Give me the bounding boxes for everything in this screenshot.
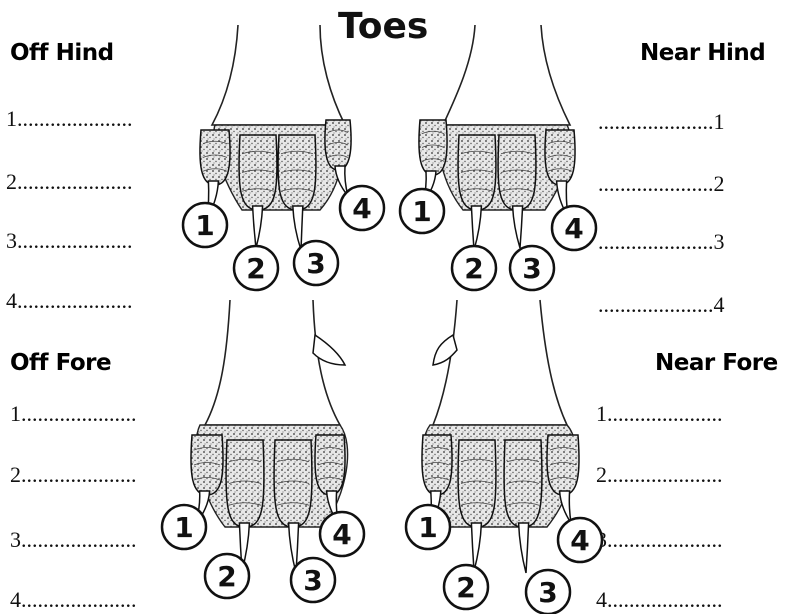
claw-2 (239, 523, 249, 571)
claw-1 (207, 181, 218, 219)
near-hind-line-1[interactable]: .....................1 (598, 109, 725, 135)
toe-2 (226, 440, 264, 571)
paw-drawing (422, 300, 579, 573)
toe-1 (200, 130, 230, 219)
near-hind-heading: Near Hind (640, 40, 765, 66)
claw-3 (289, 523, 299, 573)
toe-1 (419, 120, 447, 203)
near-fore-paw-illustration (395, 295, 605, 614)
claw-2 (471, 206, 481, 250)
near-hind-paw-illustration (395, 20, 605, 295)
toe-3 (278, 135, 316, 250)
near-fore-line-1[interactable]: 1..................... (596, 401, 723, 427)
near-fore-line-4[interactable]: 4..................... (596, 587, 723, 613)
leg-outline (433, 300, 567, 425)
paw-drawing (419, 25, 575, 250)
off-hind-heading: Off Hind (10, 40, 114, 66)
claw-2 (471, 523, 481, 571)
off-fore-line-1[interactable]: 1..................... (10, 401, 137, 427)
toe-2 (458, 440, 496, 571)
near-fore-line-3[interactable]: 3..................... (596, 527, 723, 553)
off-hind-line-1[interactable]: 1..................... (6, 106, 133, 132)
toe-3 (274, 440, 312, 573)
claw-3 (293, 206, 303, 250)
off-fore-paw-illustration (155, 295, 380, 614)
leg-outline (205, 300, 340, 425)
off-fore-heading: Off Fore (10, 350, 111, 376)
off-hind-line-3[interactable]: 3..................... (6, 228, 133, 254)
claw-4 (560, 491, 571, 523)
near-hind-line-4[interactable]: .....................4 (598, 292, 725, 318)
paw-drawing (191, 300, 348, 573)
leg-outline (212, 25, 345, 125)
toe-2 (239, 135, 277, 248)
off-fore-line-3[interactable]: 3..................... (10, 527, 137, 553)
off-hind-line-4[interactable]: 4..................... (6, 288, 133, 314)
claw-3 (513, 206, 523, 248)
leg-outline (443, 25, 570, 125)
near-hind-line-2[interactable]: .....................2 (598, 171, 725, 197)
claw-1 (195, 491, 210, 525)
near-hind-line-3[interactable]: .....................3 (598, 229, 725, 255)
claw-4 (557, 181, 568, 217)
toe-3 (504, 440, 542, 573)
off-hind-paw-illustration (170, 20, 370, 295)
toe-2 (458, 135, 496, 250)
near-fore-heading: Near Fore (655, 350, 778, 376)
claw-3 (519, 523, 529, 573)
claw-1 (423, 171, 436, 203)
off-hind-line-2[interactable]: 2..................... (6, 169, 133, 195)
claw-2 (253, 206, 263, 248)
off-fore-line-2[interactable]: 2..................... (10, 462, 137, 488)
off-fore-line-4[interactable]: 4..................... (10, 587, 137, 613)
toe-3 (498, 135, 536, 248)
paw-drawing (200, 25, 351, 250)
near-fore-line-2[interactable]: 2..................... (596, 462, 723, 488)
